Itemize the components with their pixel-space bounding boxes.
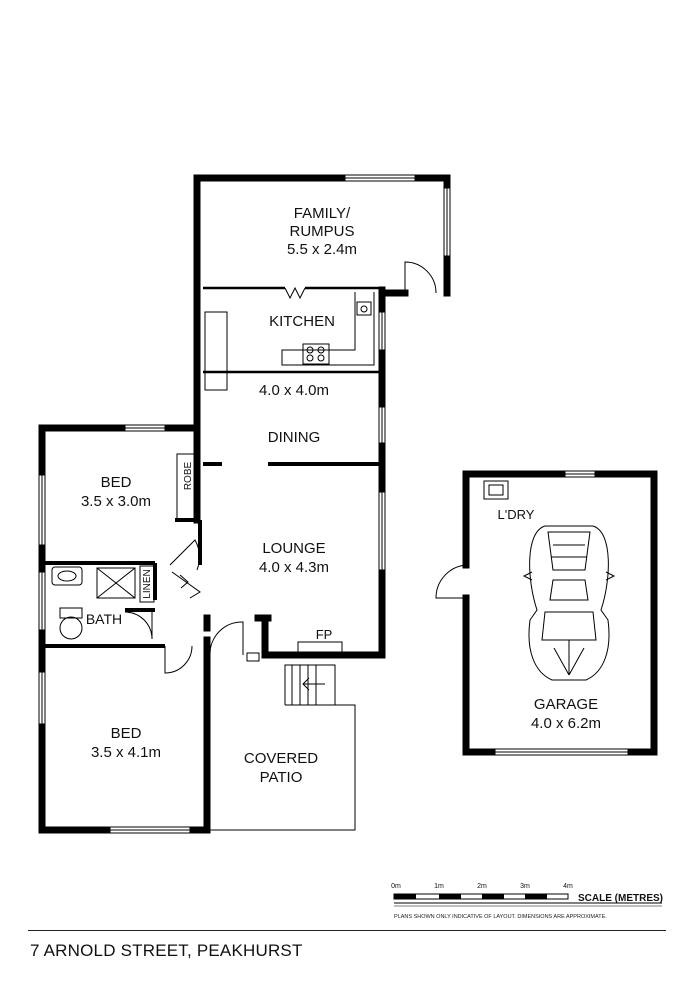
kitchen-bench (204, 292, 375, 391)
scale-tick-2: 2m (477, 883, 487, 890)
bath-label: BATH (86, 611, 122, 627)
garage-size: 4.0 x 6.2m (531, 715, 601, 732)
linen-label: LINEN (142, 569, 153, 598)
scale-tick-4: 4m (563, 883, 573, 890)
bath-fixtures (51, 566, 136, 640)
room-labels: FAMILY/ RUMPUS 5.5 x 2.4m KITCHEN 4.0 x … (81, 205, 601, 786)
garage-label: GARAGE (534, 696, 598, 713)
patio-label-2: PATIO (260, 769, 303, 786)
scale-bar: 0m 1m 2m 3m 4m SCALE (METRES) PLANS SHOW… (391, 883, 663, 920)
doors (124, 261, 437, 674)
interior-walls (203, 286, 380, 374)
dining-label: DINING (268, 429, 321, 446)
lounge-label: LOUNGE (262, 540, 325, 557)
patio-label: COVERED (244, 750, 318, 767)
footer-rule (28, 930, 666, 931)
lounge-size: 4.0 x 4.3m (259, 559, 329, 576)
garage-walls (462, 470, 658, 756)
family-size: 5.5 x 2.4m (287, 241, 357, 258)
kitchen-label: KITCHEN (269, 313, 335, 330)
patio (210, 652, 356, 831)
car-icon (522, 525, 616, 681)
robe (139, 453, 198, 603)
scale-tick-1: 1m (434, 883, 444, 890)
fp-label: FP (316, 627, 333, 642)
bed1-size: 3.5 x 3.0m (81, 493, 151, 510)
bed2-size: 3.5 x 4.1m (91, 744, 161, 761)
garage-openings (435, 470, 629, 756)
kitchen-dining-size: 4.0 x 4.0m (259, 382, 329, 399)
windows (38, 174, 451, 834)
laundry-label: L'DRY (498, 507, 535, 522)
scale-title: SCALE (METRES) (578, 893, 663, 904)
property-address: 7 ARNOLD STREET, PEAKHURST (30, 941, 303, 960)
fireplace (297, 641, 343, 653)
bed1-label: BED (101, 474, 132, 491)
disclaimer: PLANS SHOWN ONLY INDICATIVE OF LAYOUT. D… (394, 914, 607, 920)
scale-tick-3: 3m (520, 883, 530, 890)
bed2-label: BED (111, 725, 142, 742)
scale-tick-0: 0m (391, 883, 401, 890)
family-label-2: RUMPUS (289, 223, 354, 240)
family-label: FAMILY/ (294, 205, 351, 222)
robe-label: ROBE (183, 462, 194, 491)
